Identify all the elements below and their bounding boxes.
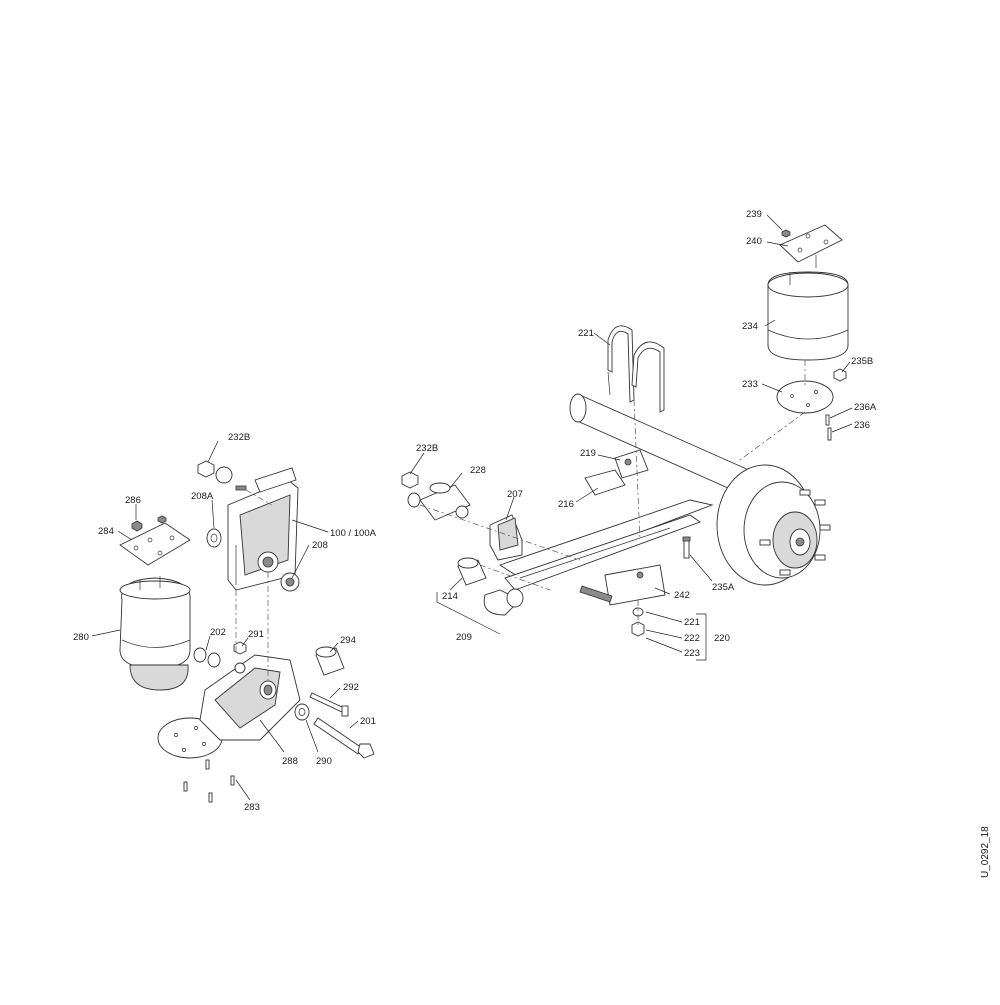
bolts-283 — [183, 759, 235, 803]
nut-286 — [131, 515, 167, 532]
nut-239 — [781, 229, 791, 238]
left-dashed-centerlines — [235, 489, 273, 680]
shock-228 — [419, 482, 471, 521]
callout-239: 239 — [746, 209, 762, 220]
callout-240: 240 — [746, 236, 762, 247]
callout-292: 292 — [343, 682, 359, 693]
callout-221-top: 221 — [578, 328, 594, 339]
callout-221: 221 — [684, 617, 700, 628]
callout-201: 201 — [360, 716, 376, 727]
callout-286: 286 — [125, 495, 141, 506]
callout-236: 236 — [854, 420, 870, 431]
callout-219: 219 — [580, 448, 596, 459]
document-id-text: U_0292_18 — [980, 826, 991, 878]
callout-290: 290 — [316, 756, 332, 767]
callout-labels: 232B 208A 286 284 100 / 100A 208 280 202… — [73, 209, 877, 813]
sleeve-294 — [315, 646, 345, 676]
document-id: U_0292_18 — [970, 790, 1000, 880]
callout-209: 209 — [456, 632, 472, 643]
callout-216: 216 — [558, 499, 574, 510]
piston-plate-233 — [776, 380, 834, 414]
right-dashed-centerlines — [419, 360, 806, 625]
callout-234: 234 — [742, 321, 758, 332]
air-spring-234 — [767, 255, 849, 361]
callout-235b: 235B — [851, 356, 873, 367]
bolt-201 — [313, 717, 375, 759]
callout-202: 202 — [210, 627, 226, 638]
callout-207: 207 — [507, 489, 523, 500]
washer-208a — [206, 528, 222, 548]
callout-100-100a: 100 / 100A — [330, 528, 377, 539]
callout-294: 294 — [340, 635, 356, 646]
leaf-spring-209 — [483, 499, 714, 616]
callout-233: 233 — [742, 379, 758, 390]
callout-280: 280 — [73, 632, 89, 643]
callout-283: 283 — [244, 802, 260, 813]
bolts-236 — [825, 414, 832, 441]
callout-291: 291 — [248, 629, 264, 640]
callout-222: 222 — [684, 633, 700, 644]
bracket-100 — [227, 467, 299, 591]
callout-228: 228 — [470, 465, 486, 476]
leader-lines — [91, 214, 853, 801]
callout-208a: 208A — [191, 491, 214, 502]
bolt-235a — [682, 536, 691, 559]
seat-bracket-242 — [579, 564, 666, 606]
callout-288: 288 — [282, 756, 298, 767]
bushing-208 — [280, 572, 300, 592]
air-spring-280 — [119, 576, 191, 691]
u-bolts-221 — [607, 325, 665, 413]
callout-235a: 235A — [712, 582, 735, 593]
brake-hub — [716, 464, 831, 586]
top-plate-240 — [779, 224, 843, 263]
bushing-214 — [457, 557, 487, 586]
clamp-plate-219 — [614, 449, 649, 479]
callout-208: 208 — [312, 540, 328, 551]
washer-290 — [294, 703, 310, 721]
nut-232b-right — [401, 471, 421, 508]
callout-242: 242 — [674, 590, 690, 601]
hardware-220 — [631, 607, 645, 637]
pad-216 — [584, 469, 626, 496]
bolt-292 — [309, 692, 349, 717]
callout-223: 223 — [684, 648, 700, 659]
callout-236a: 236A — [854, 402, 877, 413]
callout-220: 220 — [714, 633, 730, 644]
air-spring-plate-284 — [119, 522, 191, 566]
nut-235b — [833, 368, 847, 382]
callout-232b-left: 232B — [228, 432, 250, 443]
callout-214: 214 — [442, 591, 458, 602]
hanger-bracket-288 — [199, 654, 301, 741]
nut-232b-left — [197, 460, 247, 491]
callout-284: 284 — [98, 526, 114, 537]
shackle-207 — [489, 514, 523, 561]
callout-232b-right: 232B — [416, 443, 438, 454]
